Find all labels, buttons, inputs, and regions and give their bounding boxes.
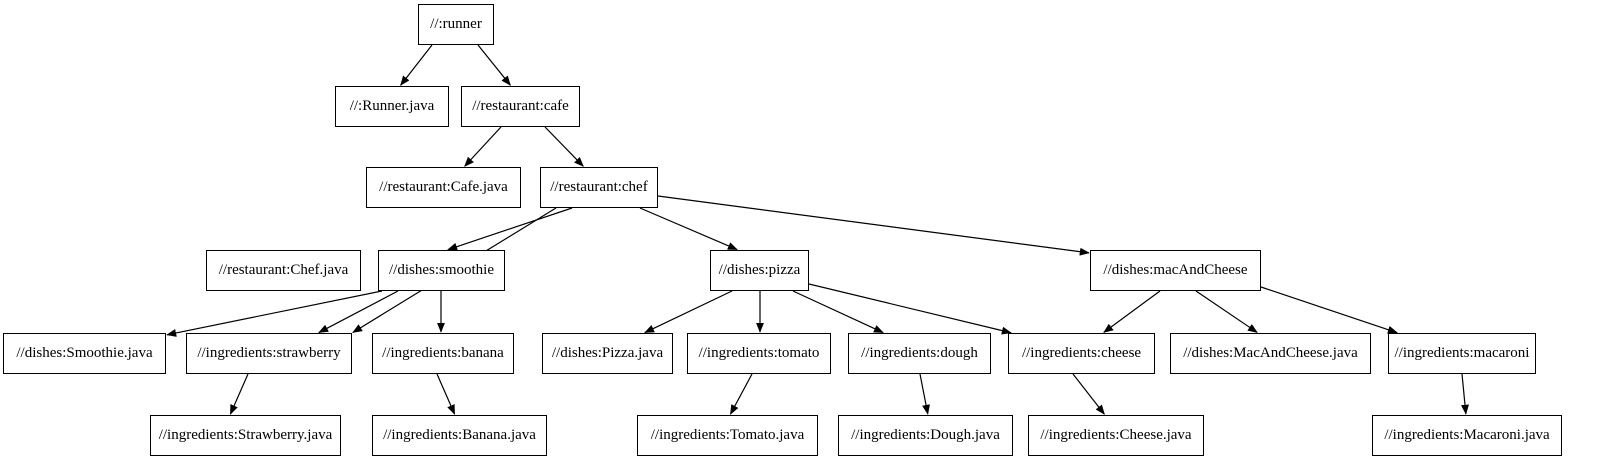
graph-edge-ing-strawberry-to-ing-strawberry-java (229, 373, 249, 415)
graph-edge-ing-macaroni-to-ing-macaroni-java (1461, 373, 1469, 415)
graph-node-dishes-smoothie[interactable]: //dishes:smoothie (378, 250, 505, 291)
graph-node-ing-macaroni[interactable]: //ingredients:macaroni (1388, 333, 1536, 374)
graph-edge-dishes-macandcheese-to-ing-cheese (1103, 290, 1161, 333)
graph-node-label: //restaurant:chef (550, 179, 648, 195)
graph-node-dishes-smoothie-java[interactable]: //dishes:Smoothie.java (3, 333, 166, 374)
graph-node-label: //ingredients:tomato (698, 345, 820, 361)
graph-edge-ing-tomato-to-ing-tomato-java (729, 373, 753, 415)
graph-node-label: //ingredients:Dough.java (851, 427, 1000, 443)
graph-node-label: //ingredients:macaroni (1394, 345, 1530, 361)
graph-edge-dishes-smoothie-to-dishes-smoothie-java (166, 290, 383, 337)
graph-node-ing-cheese-java[interactable]: //ingredients:Cheese.java (1028, 415, 1204, 456)
graph-node-dishes-mac-java[interactable]: //dishes:MacAndCheese.java (1170, 333, 1371, 374)
graph-edge-ing-banana-to-ing-banana-java (436, 373, 456, 415)
graph-edge-dishes-pizza-to-ing-cheese (808, 283, 1012, 335)
graph-node-label: //dishes:pizza (718, 262, 801, 278)
graph-node-label: //restaurant:Chef.java (218, 262, 349, 278)
graph-node-label: //ingredients:strawberry (197, 345, 341, 361)
graph-edge-restaurant-chef-to-dishes-smoothie (447, 207, 573, 251)
graph-node-ing-tomato-java[interactable]: //ingredients:Tomato.java (637, 415, 818, 456)
graph-node-runner-java[interactable]: //:Runner.java (335, 86, 449, 127)
graph-node-ing-cheese[interactable]: //ingredients:cheese (1008, 333, 1155, 374)
graph-edge-restaurant-cafe-to-restaurant-cafe-java (464, 126, 502, 167)
graph-node-restaurant-cafe[interactable]: //restaurant:cafe (461, 86, 580, 127)
graph-node-label: //ingredients:Macaroni.java (1384, 427, 1550, 443)
graph-edge-restaurant-chef-to-dishes-pizza (639, 207, 738, 251)
graph-node-restaurant-chef[interactable]: //restaurant:chef (540, 167, 658, 208)
graph-node-label: //:runner (430, 16, 482, 32)
graph-node-label: //:Runner.java (349, 98, 435, 114)
graph-node-ing-strawberry[interactable]: //ingredients:strawberry (186, 333, 352, 374)
graph-node-ing-macaroni-java[interactable]: //ingredients:Macaroni.java (1372, 415, 1562, 456)
graph-node-ing-banana-java[interactable]: //ingredients:Banana.java (372, 415, 547, 456)
graph-edge-dishes-macandcheese-to-ing-macaroni (1260, 286, 1398, 334)
graph-edge-runner-to-restaurant-cafe (477, 44, 511, 86)
graph-node-label: //dishes:macAndCheese (1103, 262, 1248, 278)
graph-node-label: //ingredients:cheese (1021, 345, 1142, 361)
graph-edge-restaurant-cafe-to-restaurant-chef (544, 126, 584, 167)
graph-edge-dishes-pizza-to-dishes-pizza-java (644, 290, 733, 334)
graph-node-runner[interactable]: //:runner (418, 4, 494, 45)
graph-node-label: //ingredients:Banana.java (383, 427, 536, 443)
graph-node-ing-strawberry-java[interactable]: //ingredients:Strawberry.java (150, 415, 341, 456)
graph-node-label: //ingredients:Strawberry.java (158, 427, 333, 443)
graph-node-ing-dough-java[interactable]: //ingredients:Dough.java (838, 415, 1013, 456)
graph-node-label: //dishes:MacAndCheese.java (1183, 345, 1358, 361)
graph-node-label: //ingredients:Tomato.java (650, 427, 805, 443)
graph-node-label: //restaurant:cafe (472, 98, 569, 114)
graph-node-dishes-pizza[interactable]: //dishes:pizza (710, 250, 809, 291)
graph-node-label: //ingredients:Cheese.java (1040, 427, 1192, 443)
graph-edge-runner-to-runner-java (400, 44, 433, 86)
graph-node-label: //ingredients:dough (861, 345, 978, 361)
graph-node-label: //dishes:Smoothie.java (16, 345, 153, 361)
graph-node-label: //dishes:smoothie (389, 262, 494, 278)
graph-edge-ing-cheese-to-ing-cheese-java (1072, 373, 1105, 415)
graph-edge-ing-dough-to-ing-dough-java (919, 373, 930, 415)
graph-node-label: //dishes:Pizza.java (551, 345, 664, 361)
graph-edge-dishes-pizza-to-ing-dough (792, 290, 884, 334)
graph-node-restaurant-chef-java[interactable]: //restaurant:Chef.java (206, 250, 361, 291)
graph-edge-restaurant-chef-to-dishes-macandcheese (657, 195, 1090, 256)
graph-node-ing-dough[interactable]: //ingredients:dough (848, 333, 991, 374)
graph-node-ing-tomato[interactable]: //ingredients:tomato (687, 333, 831, 374)
graph-edge-dishes-smoothie-to-ing-strawberry (318, 290, 399, 334)
graph-node-restaurant-cafe-java[interactable]: //restaurant:Cafe.java (366, 167, 521, 208)
graph-node-label: //ingredients:banana (382, 345, 504, 361)
graph-node-dishes-pizza-java[interactable]: //dishes:Pizza.java (542, 333, 673, 374)
graph-node-dishes-macandcheese[interactable]: //dishes:macAndCheese (1090, 250, 1261, 291)
graph-node-ing-banana[interactable]: //ingredients:banana (372, 333, 514, 374)
graph-node-label: //restaurant:Cafe.java (379, 179, 508, 195)
graph-edge-dishes-macandcheese-to-dishes-mac-java (1195, 290, 1258, 333)
